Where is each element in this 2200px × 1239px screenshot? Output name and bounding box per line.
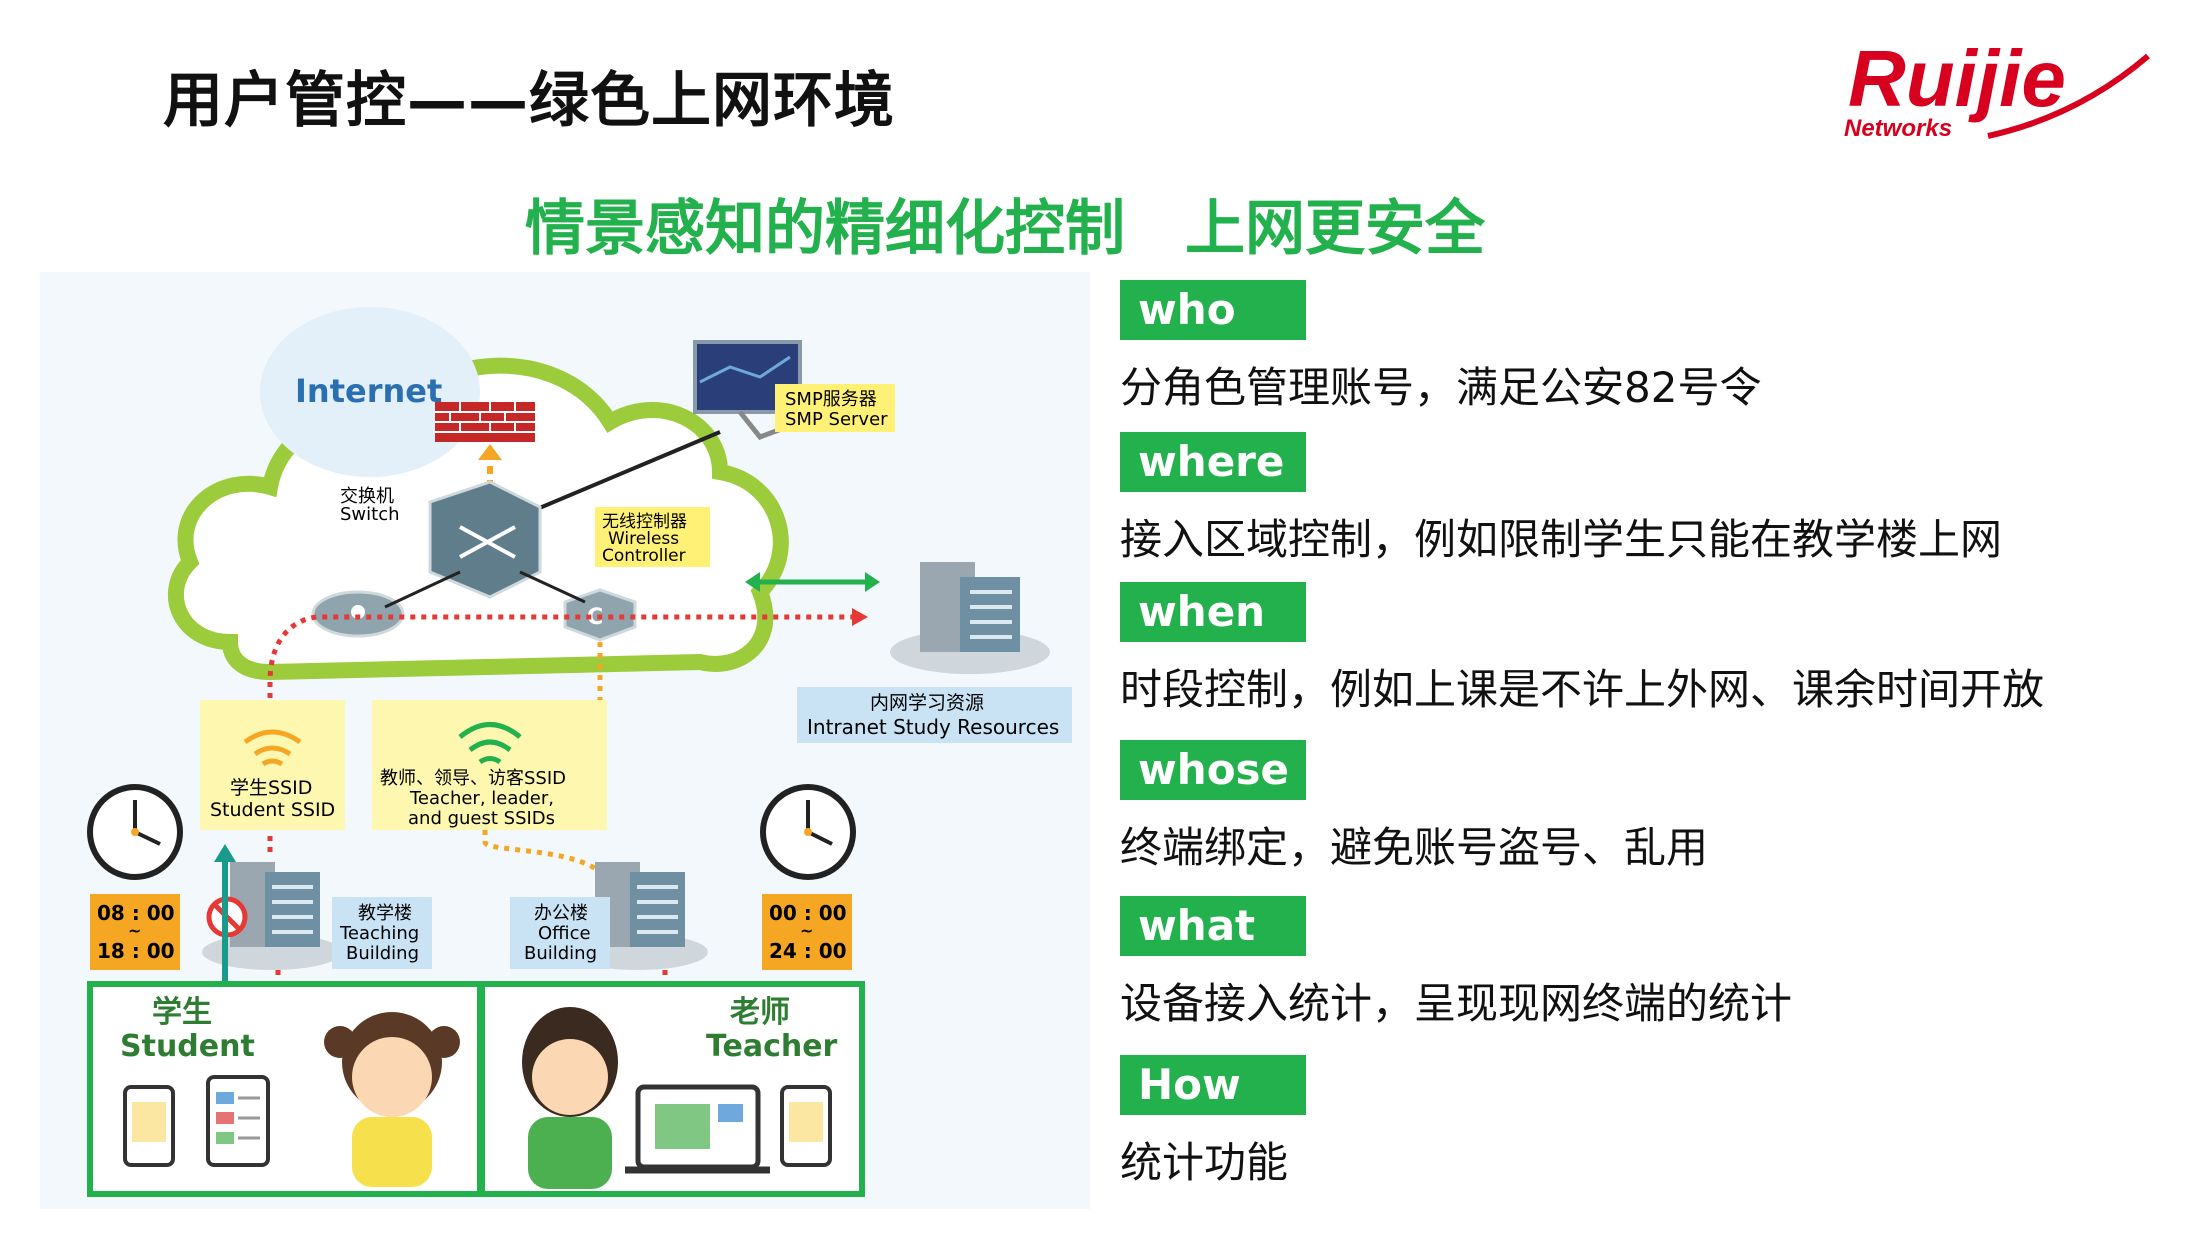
switch-label-cn: 交换机 bbox=[340, 486, 394, 507]
student-phone-icon bbox=[206, 1075, 270, 1167]
teacher-tablet-icon bbox=[780, 1085, 832, 1167]
intranet-server-icon bbox=[890, 562, 1050, 674]
teacher-ssid-en1: Teacher, leader, bbox=[409, 788, 554, 809]
tag-where: where bbox=[1120, 432, 1306, 492]
logo-swoosh bbox=[1987, 53, 2150, 139]
control-item-when: when 时段控制，例如上课是不许上外网、课余时间开放 bbox=[1120, 582, 2044, 717]
logo-brand: Ruijie bbox=[1848, 36, 2066, 123]
access-point-icon bbox=[311, 590, 405, 638]
internet-bubble bbox=[260, 307, 480, 477]
wlc-label-en1: Wireless bbox=[608, 529, 679, 549]
desc-when: 时段控制，例如上课是不许上外网、课余时间开放 bbox=[1120, 665, 2045, 714]
left-time-tilde: ~ bbox=[128, 921, 141, 940]
subtitle-part2: 上网更安全 bbox=[1185, 194, 1485, 264]
control-item-who: who 分角色管理账号，满足公安82号令 bbox=[1120, 280, 1761, 415]
teacher-label-cn: 老师 bbox=[730, 995, 790, 1030]
student-label-en: Student bbox=[120, 1029, 255, 1064]
firewall-icon bbox=[435, 402, 535, 442]
student-ssid-en: Student SSID bbox=[210, 799, 335, 821]
right-clock-icon bbox=[760, 784, 856, 880]
left-time-badge bbox=[90, 894, 180, 970]
tag-when: when bbox=[1120, 582, 1306, 642]
smp-label-cn: SMP服务器 bbox=[785, 389, 877, 410]
wlc-label-cn: 无线控制器 bbox=[602, 512, 687, 532]
wlc-label-en2: Controller bbox=[602, 546, 686, 566]
teacher-label-en: Teacher bbox=[706, 1029, 838, 1064]
slide-title: 用户管控——绿色上网环境 bbox=[163, 66, 895, 136]
smp-label-en: SMP Server bbox=[785, 409, 888, 430]
core-switch-icon bbox=[428, 480, 542, 599]
right-time-badge bbox=[762, 894, 852, 970]
office-label-en2: Building bbox=[524, 943, 597, 964]
left-time-start: 08 : 00 bbox=[97, 901, 175, 925]
teaching-label-en1: Teaching bbox=[339, 923, 419, 944]
student-wifi-icon bbox=[243, 729, 302, 767]
desc-how: 统计功能 bbox=[1120, 1138, 1289, 1187]
left-time-end: 18 : 00 bbox=[97, 939, 175, 963]
slide-subtitle: 情景感知的精细化控制上网更安全 bbox=[525, 180, 1485, 267]
tag-whose: whose bbox=[1120, 740, 1306, 800]
student-tablet-icon bbox=[123, 1085, 175, 1167]
left-clock-icon bbox=[87, 784, 183, 880]
student-avatar bbox=[324, 1012, 460, 1187]
tag-how: How bbox=[1120, 1055, 1306, 1115]
desc-what: 设备接入统计，呈现现网终端的统计 bbox=[1120, 979, 1793, 1028]
subtitle-part1: 情景感知的精细化控制 bbox=[525, 194, 1125, 264]
office-label-en1: Office bbox=[538, 923, 591, 944]
switch-label-en: Switch bbox=[340, 504, 400, 525]
desc-who: 分角色管理账号，满足公安82号令 bbox=[1120, 363, 1762, 412]
desc-where: 接入区域控制，例如限制学生只能在教学楼上网 bbox=[1120, 515, 2003, 564]
network-diagram: Internet SMP服务器 SMP Server 交换机 Switch bbox=[40, 272, 1090, 1209]
teacher-laptop-icon bbox=[625, 1084, 770, 1174]
control-item-whose: whose 终端绑定，避免账号盗号、乱用 bbox=[1120, 740, 1708, 875]
tag-who: who bbox=[1120, 280, 1306, 340]
right-time-end: 24 : 00 bbox=[769, 939, 847, 963]
student-ssid-box bbox=[200, 700, 345, 830]
teacher-ssid-en2: and guest SSIDs bbox=[408, 808, 555, 829]
teaching-label-en2: Building bbox=[346, 943, 419, 964]
teacher-avatar bbox=[522, 1007, 618, 1189]
intranet-label-cn: 内网学习资源 bbox=[870, 692, 984, 714]
svg-text:C: C bbox=[587, 605, 603, 630]
control-item-where: where 接入区域控制，例如限制学生只能在教学楼上网 bbox=[1120, 432, 2002, 567]
teacher-ssid-box bbox=[372, 700, 607, 830]
logo-tagline: Networks bbox=[1844, 115, 1952, 142]
student-label-cn: 学生 bbox=[152, 995, 212, 1030]
tag-what: what bbox=[1120, 896, 1306, 956]
teacher-ssid-cn: 教师、领导、访客SSID bbox=[380, 768, 566, 789]
intranet-label-en: Intranet Study Resources bbox=[807, 715, 1059, 739]
red-dotted-path bbox=[267, 614, 860, 852]
smp-link bbox=[529, 430, 721, 514]
ruijie-logo: Ruijie Networks bbox=[1844, 36, 2150, 142]
right-time-tilde: ~ bbox=[800, 921, 813, 940]
teaching-label-cn: 教学楼 bbox=[358, 903, 412, 924]
student-ssid-cn: 学生SSID bbox=[230, 777, 312, 799]
teacher-wifi-icon bbox=[458, 722, 522, 765]
right-time-start: 00 : 00 bbox=[769, 901, 847, 925]
office-label-cn: 办公楼 bbox=[534, 903, 588, 924]
desc-whose: 终端绑定，避免账号盗号、乱用 bbox=[1120, 823, 1709, 872]
control-item-how: How 统计功能 bbox=[1120, 1055, 1306, 1190]
internet-label: Internet bbox=[295, 372, 442, 410]
control-item-what: what 设备接入统计，呈现现网终端的统计 bbox=[1120, 896, 1792, 1031]
